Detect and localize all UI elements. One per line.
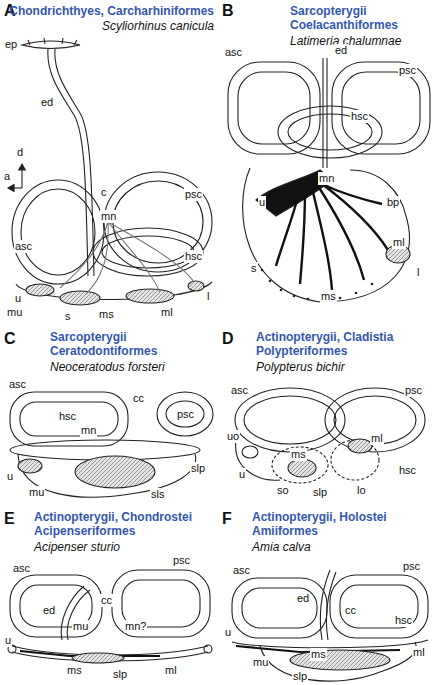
part-label: slp [292, 670, 308, 683]
panel-c-drawing [10, 392, 213, 497]
part-label: hsc [58, 410, 77, 423]
part-label: hsc [398, 464, 417, 477]
part-label: mu [6, 306, 23, 319]
part-label: cc [132, 392, 145, 405]
panel-letter: E [4, 510, 15, 528]
part-label: ml [412, 646, 426, 659]
part-label: psc [402, 560, 421, 573]
part-label: ed [334, 44, 348, 57]
part-label: c [100, 186, 108, 199]
part-label: ep [4, 38, 18, 51]
part-label: u [238, 468, 246, 481]
part-label: asc [8, 378, 27, 391]
part-label: cc [100, 594, 113, 607]
part-label: ml [160, 306, 174, 319]
part-label: ml [392, 236, 406, 249]
part-label: s [64, 310, 72, 323]
part-label: slp [312, 486, 328, 499]
taxon-title: Actinopterygii, Chondrostei Acipenserifo… [34, 510, 214, 539]
part-label: ms [98, 308, 115, 321]
part-label: hsc [350, 110, 369, 123]
part-label: mn [100, 210, 117, 223]
part-label: sls [150, 488, 165, 501]
species-name: Amia calva [252, 540, 311, 554]
part-label: asc [12, 562, 31, 575]
panel-letter: D [222, 330, 234, 348]
part-label: hsc [394, 614, 413, 627]
part-label: ed [42, 604, 56, 617]
part-label: l [206, 290, 210, 303]
species-name: Scyliorhinus canicula [2, 19, 214, 33]
part-label: mu [252, 656, 269, 669]
part-label: lo [356, 484, 367, 497]
part-label: asc [224, 46, 243, 59]
part-label: ed [296, 592, 310, 605]
part-label: cc [344, 604, 357, 617]
part-label: mn [318, 172, 335, 185]
part-label: ms [290, 448, 307, 461]
part-label: psc [398, 64, 417, 77]
part-label: hsc [184, 250, 203, 263]
panel-d-drawing [235, 388, 425, 483]
taxon-title: Chondrichthyes, Carcharhiniformes [2, 4, 214, 18]
part-label: u [4, 634, 12, 647]
part-label: psc [404, 384, 423, 397]
part-label: u [224, 626, 232, 639]
part-label: mn [80, 424, 97, 437]
species-name: Polypterus bichir [256, 360, 345, 374]
part-label: ed [40, 96, 54, 109]
species-name: Neoceratodus forsteri [50, 360, 165, 374]
part-label: mu [72, 620, 89, 633]
part-label: u [258, 196, 266, 209]
taxon-title: Actinopterygii, Holostei Amiiformes [252, 510, 427, 539]
part-label: mn? [124, 620, 147, 633]
part-label: ml [164, 664, 178, 677]
part-label: mu [28, 486, 45, 499]
part-label: asc [14, 240, 33, 253]
taxon-title: Actinopterygii, Cladistia Polypteriforme… [256, 330, 428, 359]
part-label: l [416, 266, 420, 279]
panel-letter: C [4, 330, 16, 348]
species-name: Acipenser sturio [34, 540, 120, 554]
part-label: psc [176, 408, 195, 421]
part-label: ms [320, 290, 337, 303]
part-label: asc [230, 384, 249, 397]
part-label: uo [226, 430, 240, 443]
part-label: u [14, 292, 22, 305]
part-label: s [250, 262, 258, 275]
part-label: so [276, 484, 290, 497]
panel-letter: B [222, 2, 234, 20]
part-label: slp [112, 668, 128, 681]
panel-a-drawing [8, 38, 212, 305]
part-label: psc [184, 188, 203, 201]
panel-b-drawing [228, 58, 430, 302]
taxon-title: Sarcopterygii Coelacanthiformes [290, 4, 430, 33]
part-label: psc [172, 554, 191, 567]
taxon-title: Sarcopterygii Ceratodontiformes [50, 330, 190, 359]
part-label: u [6, 470, 14, 483]
part-label: ml [370, 432, 384, 445]
panel-f-drawing [232, 570, 428, 681]
panel-e-drawing [8, 570, 212, 663]
part-label: a [3, 170, 11, 183]
panel-letter: F [222, 510, 232, 528]
part-label: ms [66, 664, 83, 677]
part-label: asc [232, 564, 251, 577]
part-label: slp [190, 462, 206, 475]
part-label: ms [310, 648, 327, 661]
part-label: d [16, 146, 24, 159]
part-label: bp [386, 196, 400, 209]
